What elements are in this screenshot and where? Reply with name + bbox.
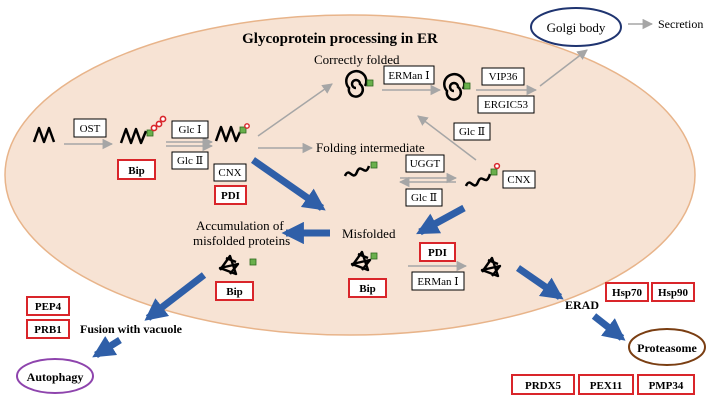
ergic53-box (477, 95, 535, 114)
intermediate-protein-1 (343, 165, 371, 177)
bip-label-1: Bip (128, 165, 145, 177)
misfolded-label: Misfolded (342, 226, 396, 241)
autophagy-node (16, 358, 94, 394)
hsp90-label: Hsp90 (658, 287, 688, 299)
ost-box (73, 118, 107, 138)
glucose-residue (150, 124, 158, 132)
erman-label-bottom: ERMan Ⅰ (417, 276, 458, 288)
glucose-residue (159, 115, 167, 123)
pex11-box (578, 374, 634, 395)
pex11-label: PEX11 (590, 380, 622, 392)
bip-box-1 (117, 159, 156, 180)
bip-label-2: Bip (359, 283, 376, 295)
folded-protein-1 (345, 69, 368, 98)
to-golgi-arrow (539, 49, 588, 87)
prdx5-label: PRDX5 (525, 380, 562, 392)
glucose-residue (155, 120, 163, 128)
vip36-label: VIP36 (489, 71, 518, 83)
glc1-label: Glc Ⅰ (179, 124, 202, 136)
pdi-label-1: PDI (221, 190, 240, 202)
pmp34-box (637, 374, 695, 395)
prb1-label: PRB1 (34, 324, 62, 336)
prdx5-box (511, 374, 575, 395)
bip-box-2 (348, 278, 387, 298)
glycosylated-protein (119, 127, 148, 145)
glc2-label-top: Glc Ⅱ (177, 155, 203, 167)
to-autophagy-arrow (92, 336, 122, 358)
folded-protein-2 (443, 72, 466, 101)
glc2-box-bottom (405, 188, 443, 207)
golgi-body (530, 7, 622, 47)
prb1-box (26, 319, 70, 339)
hsp70-label: Hsp70 (612, 287, 642, 299)
proteasome-label: Proteasome (637, 341, 697, 355)
ost-label: OST (80, 123, 101, 135)
pep4-label: PEP4 (35, 301, 62, 313)
uggt-label: UGGT (410, 158, 441, 170)
intermediate-protein-2 (464, 173, 492, 187)
cnx-box-left (213, 163, 247, 182)
to-correctly-folded-arrow (257, 83, 333, 137)
glc1-box (171, 120, 209, 139)
ergic53-label: ERGIC53 (484, 99, 529, 111)
autophagy-label: Autophagy (27, 370, 84, 384)
misfolded-protein (350, 250, 372, 272)
glucose-residue (244, 123, 250, 129)
to-misfolded-arrow (251, 157, 326, 211)
uggt-box (405, 154, 445, 173)
erad-protein (480, 256, 502, 278)
pmp34-label: PMP34 (649, 380, 684, 392)
fusion-with-vacuole-label: Fusion with vacuole (80, 322, 183, 336)
cnx-to-misfolded-arrow (416, 204, 466, 236)
folding-intermediate-label: Folding intermediate (316, 140, 425, 155)
nascent-protein (32, 126, 56, 144)
cnx-label-left: CNX (218, 167, 241, 179)
correctly-folded-label: Correctly folded (314, 52, 400, 67)
to-vacuole-arrow (144, 272, 207, 321)
cnx-to-folded-arrow (417, 115, 477, 161)
glc2-label-bottom: Glc Ⅱ (411, 192, 437, 204)
cnx-label-right: CNX (507, 174, 530, 186)
glc2-box-top (171, 151, 209, 170)
hsp70-box (605, 282, 649, 302)
hsp90-box (651, 282, 695, 302)
pdi-box-2 (419, 242, 456, 262)
to-erad-arrow (516, 265, 564, 300)
glc2-box-right (453, 122, 491, 141)
erman-box-top (383, 65, 435, 85)
er-lumen (4, 14, 696, 336)
to-proteasome-arrow (591, 313, 626, 341)
accumulation-label-line2: misfolded proteins (193, 233, 290, 248)
pdi-label-2: PDI (428, 247, 447, 259)
pdi-box-1 (214, 185, 247, 205)
cnx-box-right (502, 170, 536, 189)
vip36-box (481, 67, 525, 86)
secretion-label: Secretion (658, 17, 703, 31)
diagram-title: Glycoprotein processing in ER (242, 31, 438, 47)
erman-box-bottom (411, 271, 465, 291)
pep4-box (26, 296, 70, 316)
accumulation-label-line1: Accumulation of (196, 218, 284, 233)
erad-label: ERAD (565, 298, 599, 312)
monoglucosylated-protein (214, 125, 242, 143)
erman-label-top: ERMan Ⅰ (388, 70, 429, 82)
accumulated-protein (218, 254, 240, 276)
bip-box-3 (215, 281, 254, 301)
proteasome-node (628, 328, 706, 366)
bip-label-3: Bip (226, 286, 243, 298)
glc2-label-right: Glc Ⅱ (459, 126, 485, 138)
glucose-residue (493, 162, 501, 170)
golgi-label: Golgi body (547, 20, 606, 35)
